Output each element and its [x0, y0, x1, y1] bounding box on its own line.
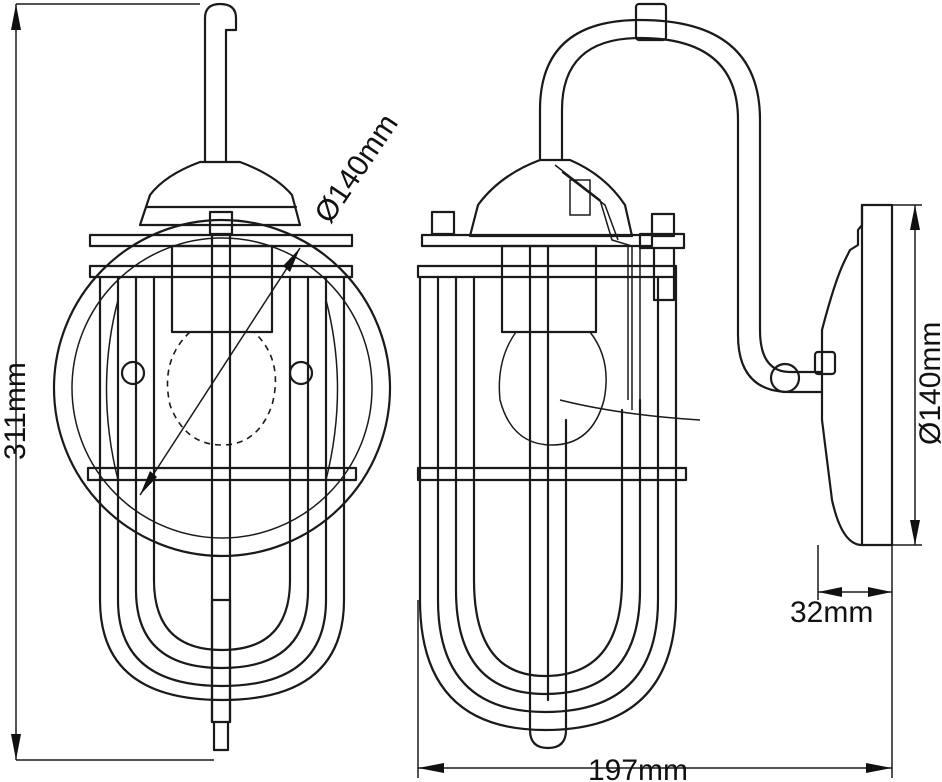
front-stem — [203, 2, 238, 164]
side-bolt — [652, 246, 676, 302]
side-drop-rod — [528, 244, 568, 750]
side-arm-collar — [634, 2, 668, 42]
front-view — [52, 2, 392, 752]
height-dimension: 311mm — [0, 3, 214, 761]
front-top-ring — [88, 233, 354, 248]
front-backplate-circle — [52, 218, 392, 558]
front-top-nut — [208, 210, 234, 236]
front-chain — [212, 720, 230, 752]
front-cage-outer — [98, 275, 346, 702]
side-gooseneck-arm — [538, 18, 824, 374]
projection-label: 197mm — [588, 754, 688, 782]
front-bulb — [166, 331, 277, 446]
side-diameter-label: Ø140mm — [914, 322, 942, 445]
front-middle-ring — [86, 466, 358, 482]
side-canopy — [468, 158, 634, 238]
side-view — [416, 2, 894, 750]
side-cage-outer — [418, 275, 678, 732]
front-diameter-label: Ø140mm — [308, 108, 404, 229]
height-label: 311mm — [0, 362, 32, 460]
projection-dimension: 197mm — [417, 545, 893, 782]
side-backplate — [820, 203, 894, 547]
front-canopy — [138, 160, 302, 227]
front-lamp-holder — [170, 244, 274, 334]
side-middle-ring — [416, 466, 688, 482]
side-diameter-dimension: Ø140mm — [892, 204, 942, 546]
depth-dimension: 32mm — [790, 545, 892, 629]
depth-label: 32mm — [790, 596, 873, 629]
